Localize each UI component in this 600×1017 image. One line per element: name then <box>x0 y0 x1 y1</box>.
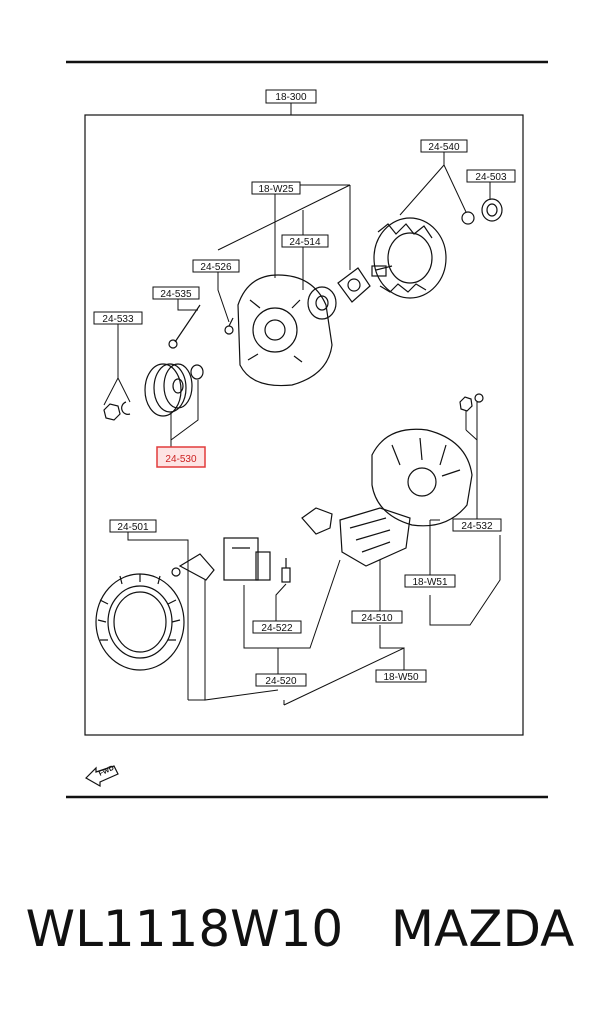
svg-text:18-300: 18-300 <box>275 92 307 103</box>
callout-24-510: 24-510 <box>351 610 403 624</box>
callout-18-300: 18-300 <box>265 89 317 104</box>
callout-24-520: 24-520 <box>255 673 307 687</box>
callout-18-W25: 18-W25 <box>251 181 301 195</box>
retainer-plate-part <box>337 267 371 303</box>
pulley-part <box>144 363 204 417</box>
callout-24-503: 24-503 <box>466 169 516 183</box>
brush-holder-part <box>301 507 333 535</box>
svg-text:24-503: 24-503 <box>475 172 507 183</box>
callout-24-526: 24-526 <box>192 259 240 273</box>
svg-text:24-533: 24-533 <box>102 314 134 325</box>
svg-text:24-540: 24-540 <box>428 142 460 153</box>
svg-text:18-W50: 18-W50 <box>383 672 418 683</box>
svg-text:24-501: 24-501 <box>117 522 149 533</box>
rotor-part <box>371 217 447 299</box>
bearing-part <box>481 198 503 222</box>
pulley-nut-part <box>103 401 131 421</box>
svg-text:24-510: 24-510 <box>361 613 393 624</box>
assembly-frame <box>84 114 524 736</box>
callout-24-540: 24-540 <box>420 139 468 153</box>
rear-bracket-part <box>371 428 473 527</box>
svg-text:24-514: 24-514 <box>289 237 321 248</box>
front-bearing-part <box>307 286 337 320</box>
screw-part <box>224 317 234 335</box>
regulator-part <box>223 537 271 581</box>
rectifier-part <box>339 507 411 567</box>
part-caption: WL1118W10 MAZDA <box>0 900 600 958</box>
svg-text:24-526: 24-526 <box>200 262 232 273</box>
rear-nut-part <box>459 393 484 412</box>
callout-24-535: 24-535 <box>152 286 200 300</box>
terminal-bracket-part <box>178 553 215 581</box>
front-bracket-part <box>237 274 333 387</box>
callout-24-530: 24-530 <box>156 446 206 468</box>
callout-24-501: 24-501 <box>109 519 157 533</box>
svg-text:24-530: 24-530 <box>165 454 197 465</box>
terminal-part <box>281 567 291 583</box>
callout-24-532: 24-532 <box>452 518 502 532</box>
svg-text:18-W51: 18-W51 <box>412 577 447 588</box>
brand-name: MAZDA <box>390 900 575 958</box>
svg-text:24-532: 24-532 <box>461 521 493 532</box>
callout-18-W51: 18-W51 <box>404 574 456 588</box>
stator-part <box>95 573 185 671</box>
washer-part <box>461 211 475 225</box>
svg-text:18-W25: 18-W25 <box>258 184 293 195</box>
callout-18-W50: 18-W50 <box>375 669 427 683</box>
part-number: WL1118W10 <box>25 900 344 958</box>
through-bolt-part <box>168 304 201 349</box>
svg-text:24-535: 24-535 <box>160 289 192 300</box>
callout-24-522: 24-522 <box>252 620 302 634</box>
svg-text:24-522: 24-522 <box>261 623 293 634</box>
svg-text:24-520: 24-520 <box>265 676 297 687</box>
fwd-marker: FWD <box>85 765 119 788</box>
callout-24-514: 24-514 <box>281 234 329 248</box>
callout-24-533: 24-533 <box>93 311 143 325</box>
